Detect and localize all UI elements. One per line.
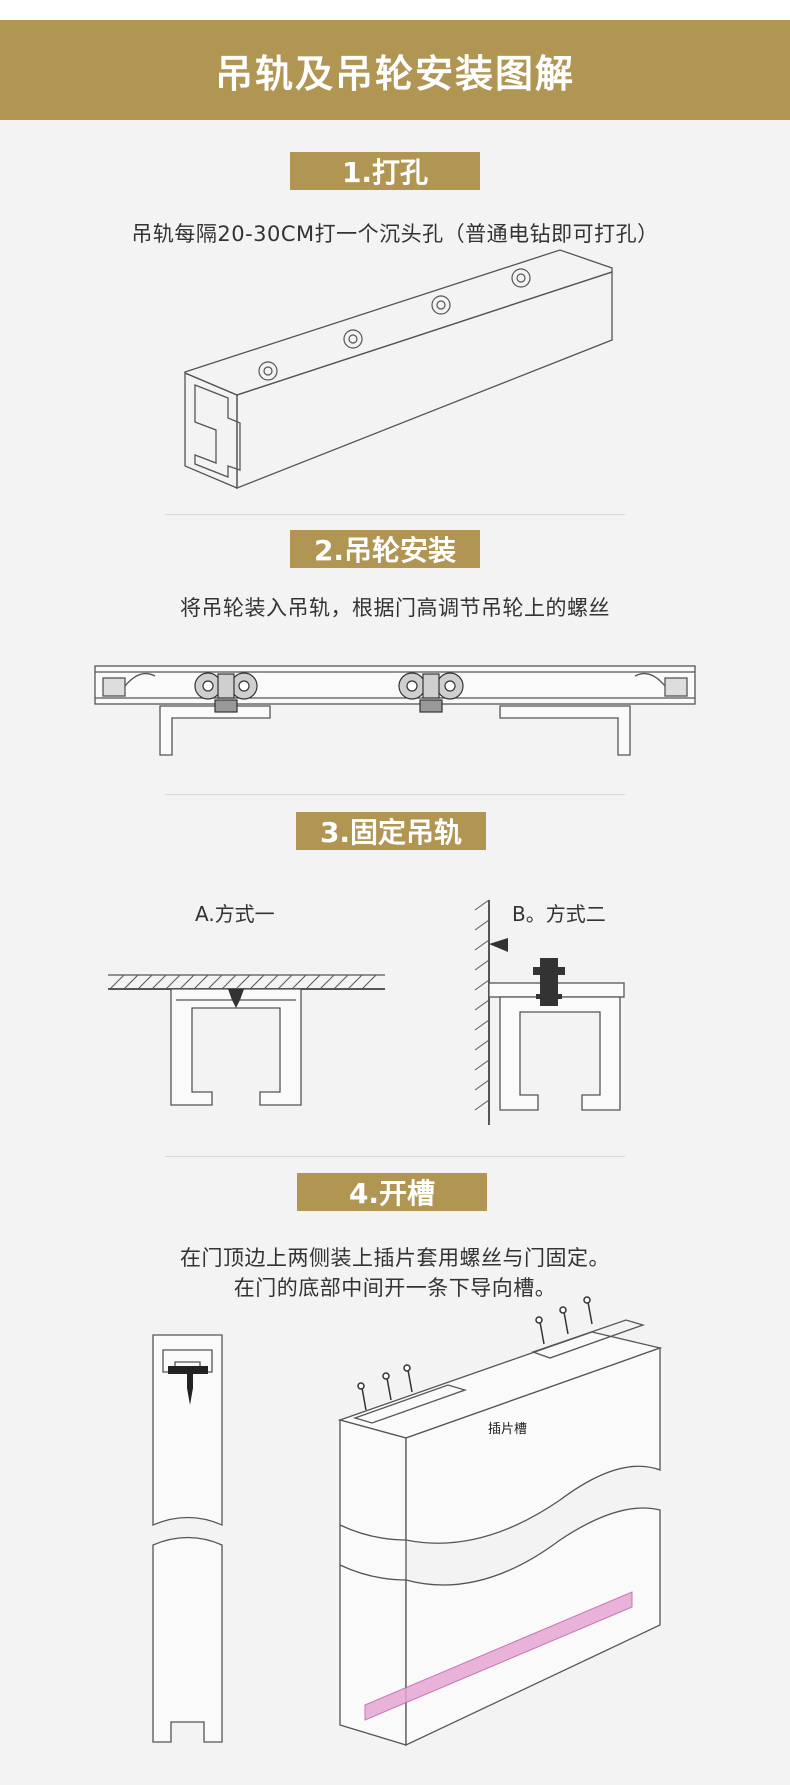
wheel-assembly-left bbox=[194, 672, 258, 713]
divider-1 bbox=[165, 514, 625, 515]
step-4-caption-line1: 在门顶边上两侧装上插片套用螺丝与门固定。 bbox=[180, 1246, 610, 1270]
step-1-label: 1.打孔 bbox=[290, 152, 480, 190]
method-b-label: B。方式二 bbox=[512, 902, 606, 926]
hole-4 bbox=[511, 268, 531, 288]
screws-left bbox=[357, 1364, 413, 1411]
divider-3 bbox=[165, 1156, 625, 1157]
hole-2 bbox=[343, 329, 363, 349]
step-3-label: 3.固定吊轨 bbox=[296, 812, 486, 850]
method-a-label: A.方式一 bbox=[195, 902, 275, 926]
mount-bolt bbox=[533, 958, 565, 1006]
wall-hatch bbox=[474, 899, 490, 1111]
ceiling-screw bbox=[228, 989, 244, 1008]
step-2-label: 2.吊轮安装 bbox=[290, 530, 480, 568]
countersunk-holes bbox=[258, 268, 531, 381]
t-slot-insert bbox=[168, 1366, 208, 1405]
step-2-caption: 将吊轮装入吊轨，根据门高调节吊轮上的螺丝 bbox=[180, 596, 610, 620]
hole-1 bbox=[258, 361, 278, 381]
top-margin bbox=[0, 0, 790, 20]
header-banner: 吊轨及吊轮安装图解 bbox=[0, 20, 790, 120]
hole-3 bbox=[431, 295, 451, 315]
bottom-guide-groove bbox=[364, 1591, 633, 1721]
step-4-caption-line2: 在门的底部中间开一条下导向槽。 bbox=[233, 1276, 557, 1300]
step-4-label: 4.开槽 bbox=[297, 1173, 487, 1211]
slot-callout-label: 插片槽 bbox=[488, 1422, 528, 1437]
page-title: 吊轨及吊轮安装图解 bbox=[214, 51, 575, 96]
wall-screw bbox=[489, 938, 508, 952]
ceiling-hatch bbox=[109, 974, 377, 990]
divider-2 bbox=[165, 794, 625, 795]
step-1-caption: 吊轨每隔20-30CM打一个沉头孔（普通电钻即可打孔） bbox=[131, 222, 659, 246]
screws-right bbox=[535, 1296, 593, 1345]
wheel-assembly-right bbox=[398, 672, 464, 713]
